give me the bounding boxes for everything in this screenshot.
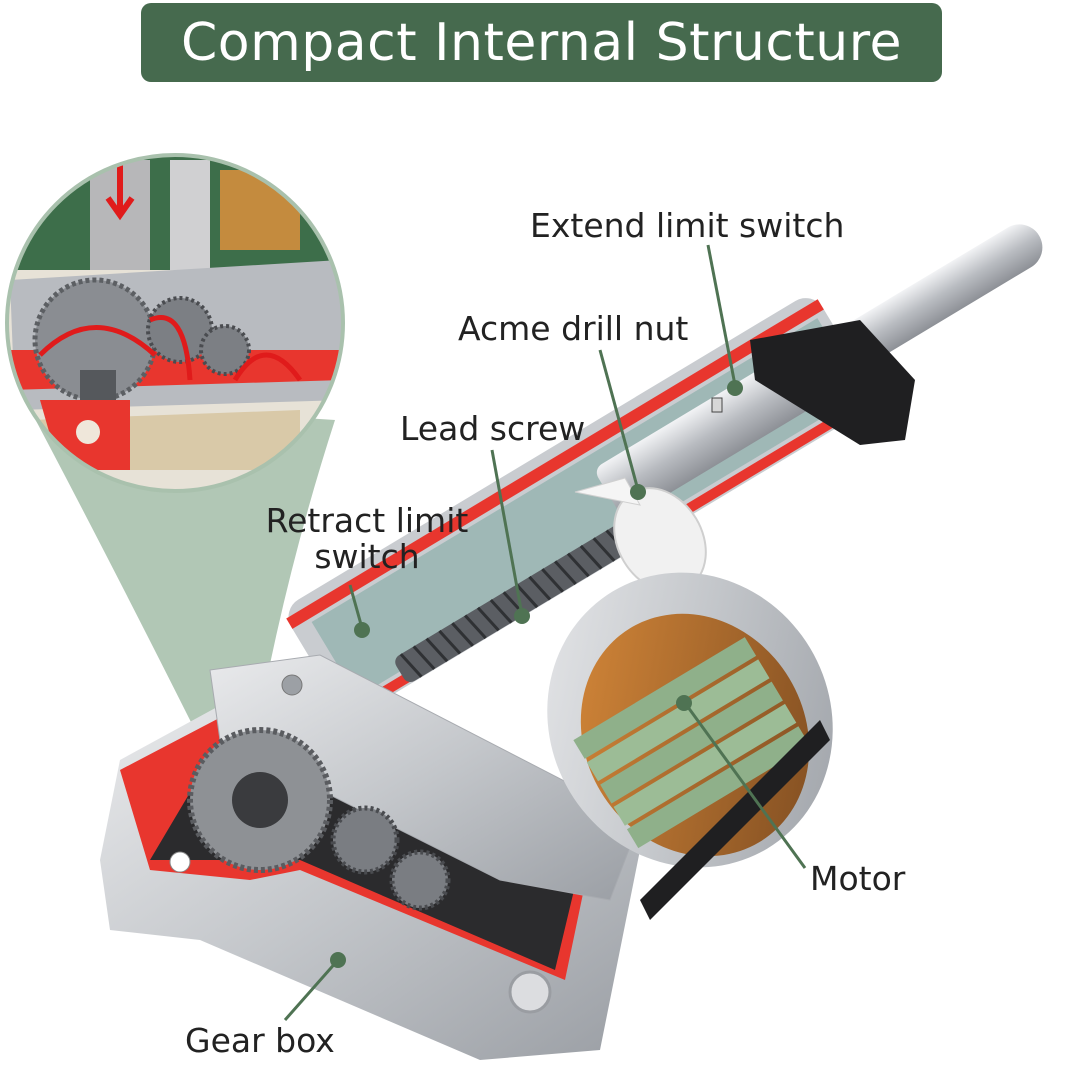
end-cap — [711, 320, 915, 445]
label-retract-limit-switch-line1: Retract limit — [265, 501, 469, 540]
leader-lines — [283, 244, 807, 1021]
gears — [187, 727, 451, 911]
zoom-callout-ring — [5, 153, 345, 493]
title-banner: Compact Internal Structure — [141, 3, 942, 82]
label-gear-box: Gear box — [185, 1021, 335, 1060]
arrow-red-2 — [38, 325, 157, 357]
label-lead-screw: Lead screw — [400, 409, 586, 448]
extension-rod — [825, 224, 1043, 373]
leader-dots — [330, 380, 743, 968]
arrow-red-4 — [232, 352, 303, 382]
label-retract-limit-switch-line2: switch — [314, 537, 420, 576]
motor-armature — [573, 637, 810, 849]
lead-screw — [395, 507, 662, 682]
label-retract-limit-switch: Retract limit switch — [262, 503, 472, 575]
label-acme-drill-nut: Acme drill nut — [458, 309, 689, 348]
label-motor: Motor — [810, 859, 906, 898]
page-title: Compact Internal Structure — [181, 12, 902, 73]
arrow-red-3 — [149, 315, 193, 381]
housing-bolt — [508, 970, 552, 1014]
label-extend-limit-switch: Extend limit switch — [530, 206, 845, 245]
